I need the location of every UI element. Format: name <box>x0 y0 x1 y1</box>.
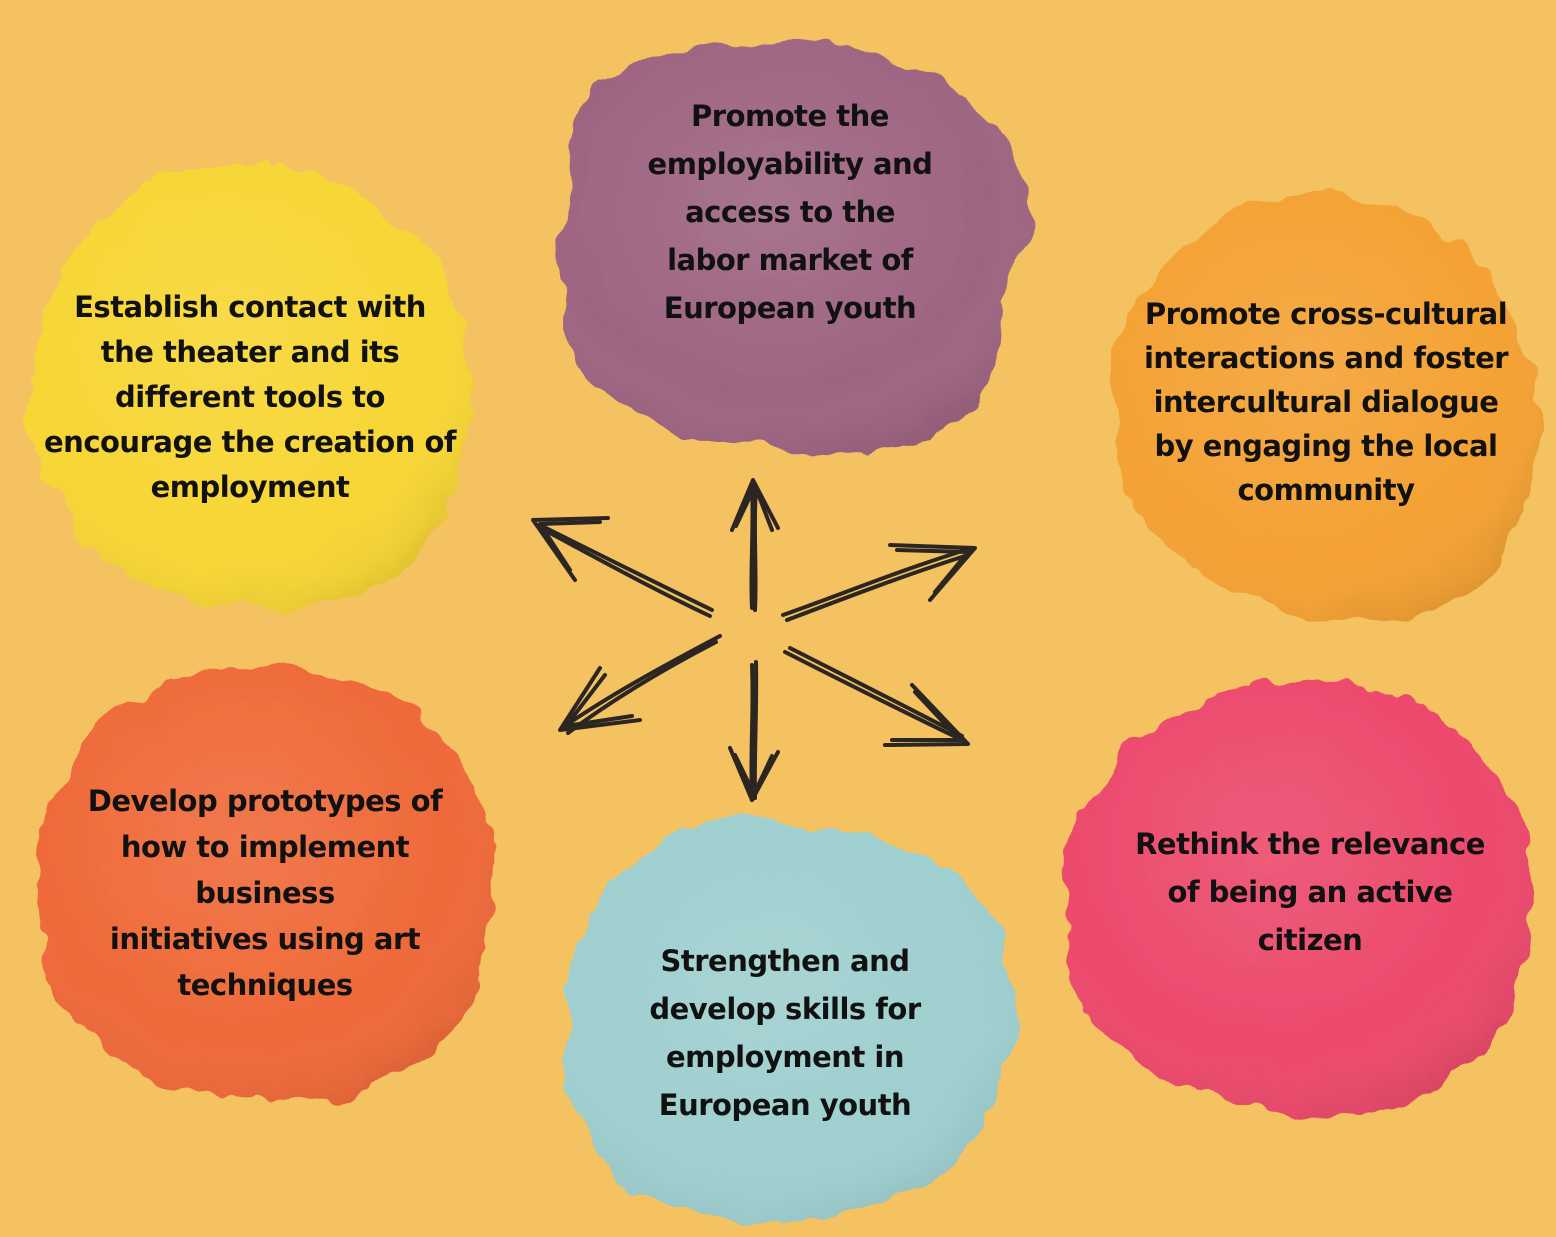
goal-text-line: by engaging the local <box>1154 429 1498 463</box>
arrow-up-left <box>531 516 714 618</box>
goal-bottom-left-label: Develop prototypes of how to implement bus… <box>55 778 475 1008</box>
blob-bottom-right <box>1063 679 1530 1113</box>
arrow-up-right <box>781 543 977 622</box>
arrow-down-right <box>783 646 970 747</box>
goal-text-line: of being an active <box>1167 875 1453 909</box>
arrow-down <box>728 660 780 802</box>
goal-right-label: Promote cross-cultural interactions and f… <box>1126 292 1526 512</box>
goal-text-line: initiatives using art <box>109 922 421 956</box>
goal-top-label: Promote the employability and access to th… <box>590 92 990 332</box>
goal-text-line: different tools to <box>115 380 385 414</box>
goal-bottom-label: Strengthen and develop skills for employme… <box>585 937 985 1129</box>
goal-text-line: intercultural dialogue <box>1153 385 1499 419</box>
goal-text-line: develop skills for <box>649 992 921 1026</box>
goal-bottom-right-label: Rethink the relevance of being an active c… <box>1105 820 1515 964</box>
blob-right <box>1111 195 1541 622</box>
goal-text-line: Strengthen and <box>660 944 910 978</box>
goal-text-line: the theater and its <box>100 335 400 369</box>
goal-text-line: Rethink the relevance <box>1135 827 1485 861</box>
goal-text-line: techniques <box>177 968 353 1002</box>
arrow-up <box>730 478 780 612</box>
goal-text-line: community <box>1237 473 1415 507</box>
goal-text-line: European youth <box>663 291 917 325</box>
goal-text-line: Promote the <box>691 99 889 133</box>
goal-text-line: citizen <box>1257 923 1363 957</box>
goal-text-line: European youth <box>658 1088 912 1122</box>
goal-text-line: business <box>195 876 335 910</box>
blob-bottom <box>565 820 1014 1222</box>
goal-text-line: labor market of <box>667 243 913 277</box>
goal-text-line: how to implement <box>120 830 410 864</box>
goal-text-line: interactions and foster <box>1143 341 1509 375</box>
blob-bottom-left <box>35 664 494 1101</box>
goal-text-line: employability and <box>647 147 933 181</box>
goal-text-line: Establish contact with <box>74 290 426 324</box>
blob-left <box>30 164 472 607</box>
goal-text-line: Promote cross-cultural <box>1144 297 1508 331</box>
goal-left-label: Establish contact with the theater and it… <box>30 285 470 510</box>
goal-text-line: access to the <box>685 195 895 229</box>
arrow-down-left <box>558 634 722 735</box>
goal-text-line: employment <box>150 470 350 504</box>
blob-top <box>560 42 1033 453</box>
goal-text-line: encourage the creation of <box>44 425 456 459</box>
goal-text-line: employment in <box>666 1040 905 1074</box>
goal-text-line: Develop prototypes of <box>87 784 443 818</box>
